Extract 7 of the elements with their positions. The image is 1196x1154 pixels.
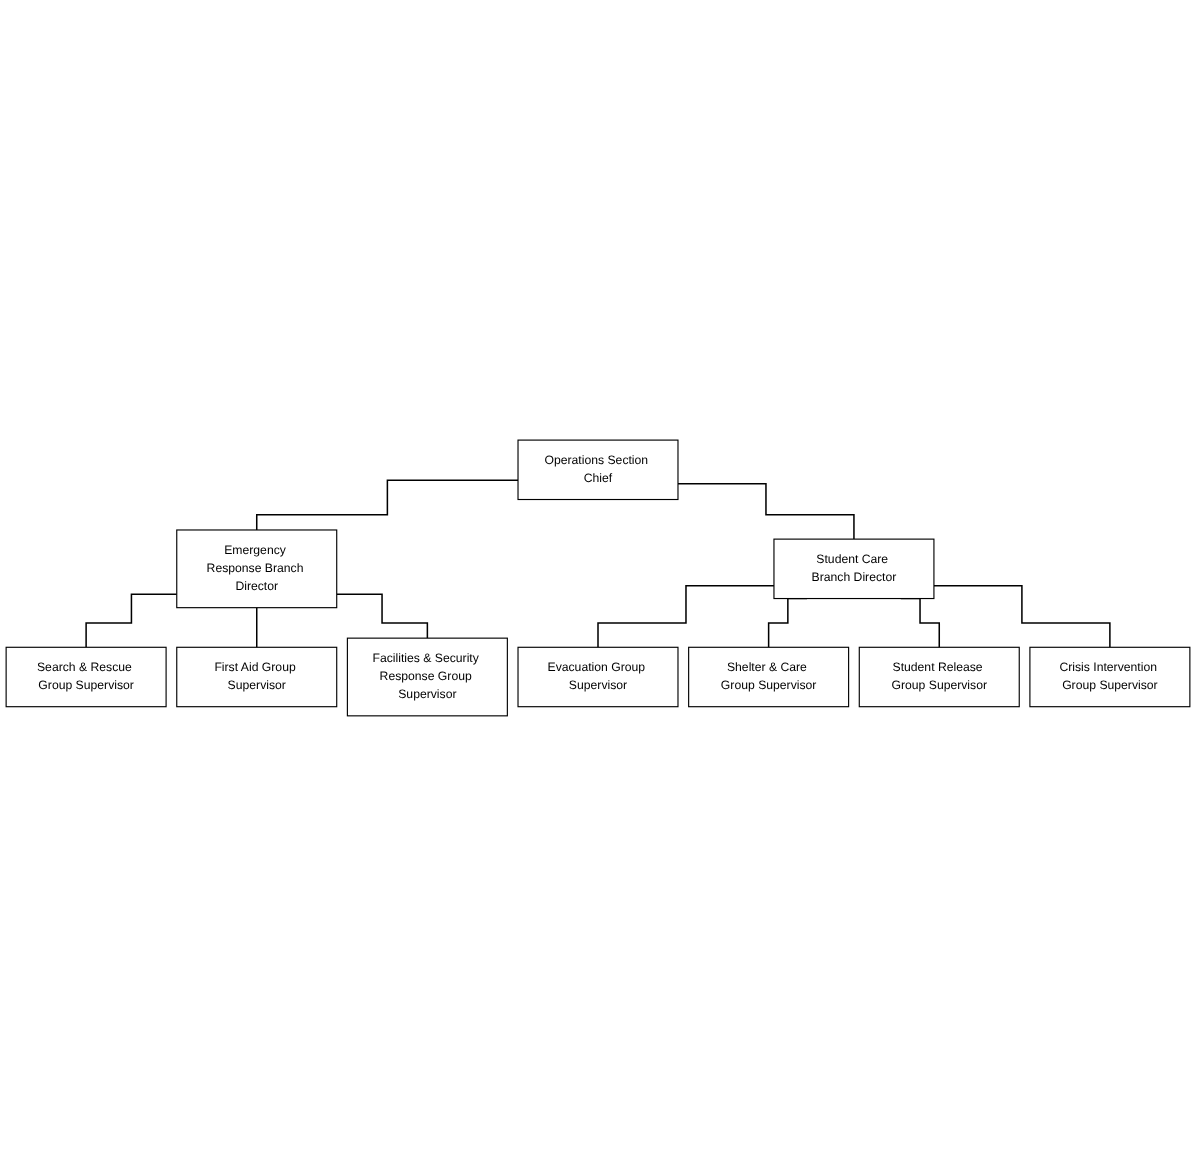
connector [335,592,429,638]
connector [85,592,178,648]
connector [933,584,1111,648]
connector [256,478,519,530]
connector [677,482,855,539]
connector [597,584,775,648]
connector [256,605,258,648]
